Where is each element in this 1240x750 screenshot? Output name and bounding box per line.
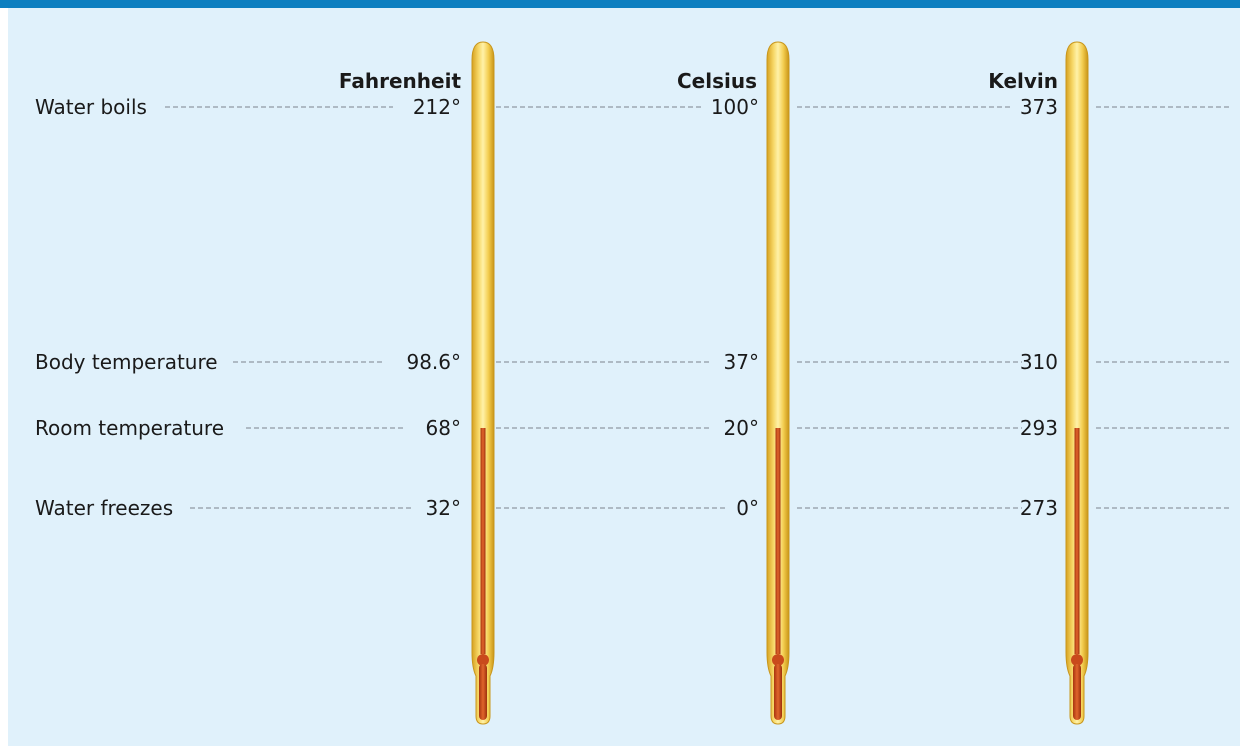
reading-fahrenheit-room: 68°	[426, 416, 461, 440]
reading-celsius-room: 20°	[724, 416, 759, 440]
reading-celsius-water-boils: 100°	[711, 95, 759, 119]
reading-fahrenheit-water-boils: 212°	[413, 95, 461, 119]
thermometer-mercury-column	[775, 428, 781, 654]
thermometer-bulb	[1073, 664, 1081, 720]
reading-fahrenheit-body: 98.6°	[406, 350, 461, 374]
reading-celsius-freeze: 0°	[736, 496, 759, 520]
thermometer-kelvin	[1065, 41, 1089, 725]
reading-fahrenheit-freeze: 32°	[426, 496, 461, 520]
row-label-body-temperature: Body temperature	[35, 350, 218, 374]
reading-celsius-body: 37°	[724, 350, 759, 374]
thermometer-bulb-constriction	[1071, 654, 1083, 666]
thermometer-glass	[471, 41, 495, 725]
thermometer-bulb-constriction	[477, 654, 489, 666]
guide-lines	[165, 106, 1230, 509]
scale-title-kelvin: Kelvin	[988, 69, 1058, 93]
diagram-panel	[8, 8, 1240, 746]
thermometer-celsius	[766, 41, 790, 725]
reading-kelvin-body: 310	[1020, 350, 1058, 374]
thermometer-fahrenheit	[471, 41, 495, 725]
thermometer-glass	[766, 41, 790, 725]
reading-kelvin-freeze: 273	[1020, 496, 1058, 520]
reading-kelvin-water-boils: 373	[1020, 95, 1058, 119]
thermometer-bulb-constriction	[772, 654, 784, 666]
thermometer-bulb	[774, 664, 782, 720]
scale-title-fahrenheit: Fahrenheit	[339, 69, 462, 93]
scale-title-celsius: Celsius	[677, 69, 757, 93]
row-label-room-temperature: Room temperature	[35, 416, 224, 440]
thermometer-mercury-column	[1074, 428, 1080, 654]
thermometer-glass	[1065, 41, 1089, 725]
thermometer-mercury-column	[480, 428, 486, 654]
thermometer-bulb	[479, 664, 487, 720]
row-label-water-freezes: Water freezes	[35, 496, 173, 520]
row-label-water-boils: Water boils	[35, 95, 147, 119]
reading-kelvin-room: 293	[1020, 416, 1058, 440]
header-bar	[0, 0, 1240, 8]
